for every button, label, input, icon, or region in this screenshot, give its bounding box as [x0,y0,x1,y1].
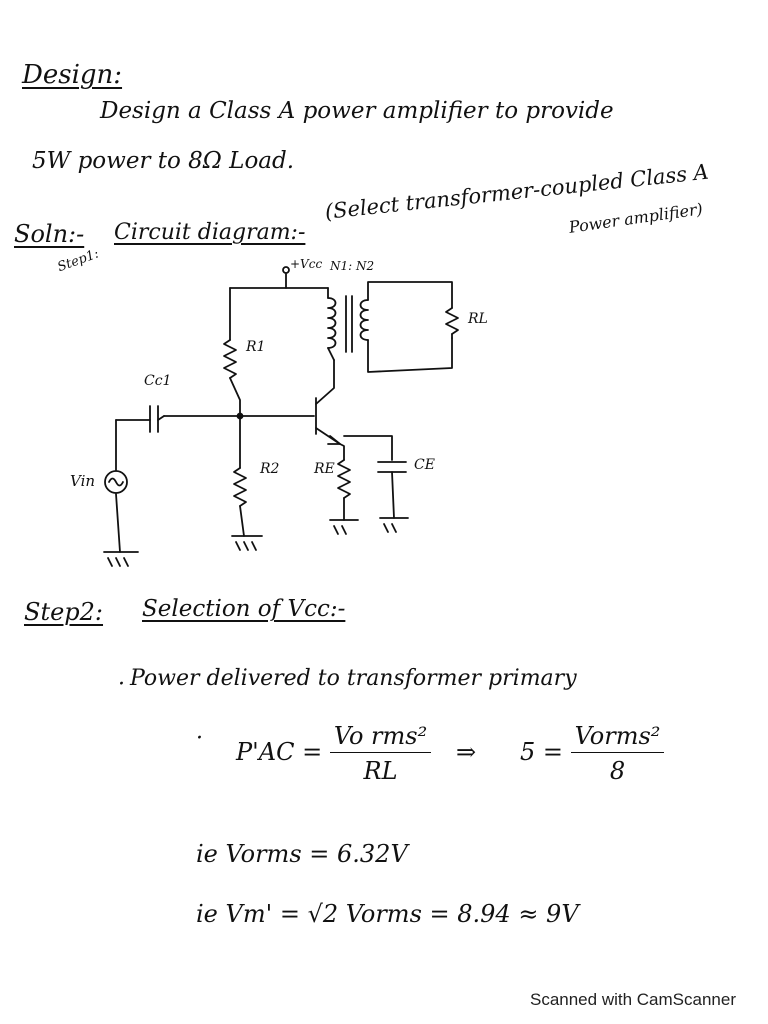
vin-source [104,470,128,494]
vin-ground [103,551,139,567]
r1-label: R1 [246,339,266,355]
transistor-collector [315,359,335,405]
five-lhs: 5 = [520,738,564,766]
vin-sine [108,477,124,487]
transistor-emitter [315,427,341,445]
r2-label: R2 [260,461,280,477]
secondary-wire-bottom [367,337,453,373]
secondary-coil [359,299,369,341]
vm-result: ie Vm' = √2 Vorms = 8.94 ≈ 9V [196,900,579,928]
secondary-wire-top [367,281,453,309]
re-label: RE [314,461,335,477]
cc1-capacitor [149,405,159,433]
circuit-diagram-heading: Circuit diagram:- [114,220,306,245]
pac-fraction: Vo rms² RL [329,722,432,785]
cc1-label: Cc1 [144,373,172,389]
pac-numerator: Vo rms² [329,722,432,753]
five-equation: 5 = Vorms² 8 [520,722,665,785]
r2-wire-bottom [239,505,245,537]
five-fraction: Vorms² 8 [570,722,665,785]
ce-capacitor [377,461,407,473]
vcc-label: +Vcc [290,257,323,271]
step1-label: Step1: [55,246,102,276]
r2-resistor [233,467,247,507]
rl-resistor [445,307,459,335]
bullet-dot: · [118,672,125,697]
base-node [236,412,244,420]
emitter-wire [339,443,345,461]
transistor-emitter-arrow [327,435,341,445]
r2-ground [231,535,263,551]
pac-equation: P'AC = Vo rms² RL [236,722,432,785]
pac-denominator: RL [363,757,398,785]
re-ground [329,519,359,535]
design-title: Design: [22,60,123,90]
step2-title: Selection of Vcc:- [142,596,346,622]
vin-label: Vin [70,472,96,490]
vcc-node [282,266,290,274]
r1-resistor [223,339,237,379]
five-denominator: 8 [609,757,626,785]
problem-line-2: 5W power to 8Ω Load. [32,148,295,174]
step2-label: Step2: [24,598,104,626]
re-resistor [337,459,351,499]
vorms-result: ie Vorms = 6.32V [196,840,408,868]
bullet-dot-2: · [196,726,203,751]
ce-wire-bottom [391,471,395,519]
primary-coil [327,297,337,349]
ce-label: CE [414,457,435,473]
pac-lhs: P'AC = [236,738,323,766]
scanner-watermark: Scanned with CamScanner [529,990,736,1009]
cc1-wire [115,415,165,421]
problem-line-1: Design a Class A power amplifier to prov… [100,98,614,124]
primary-wire-bottom [327,347,335,361]
solution-label: Soln:- [14,220,85,248]
transformer-core [345,295,353,353]
turns-ratio-label: N1: N2 [330,259,375,273]
r1-wire-bottom [229,377,241,417]
ce-wire [343,435,393,461]
select-note-line-2: Power amplifier) [567,199,704,237]
vin-wire-bottom [115,493,121,553]
ce-ground [379,517,409,533]
rl-label: RL [468,311,488,327]
power-delivered-text: Power delivered to transformer primary [130,666,577,691]
implies-arrow: ⇒ [456,738,477,766]
five-numerator: Vorms² [570,722,665,753]
